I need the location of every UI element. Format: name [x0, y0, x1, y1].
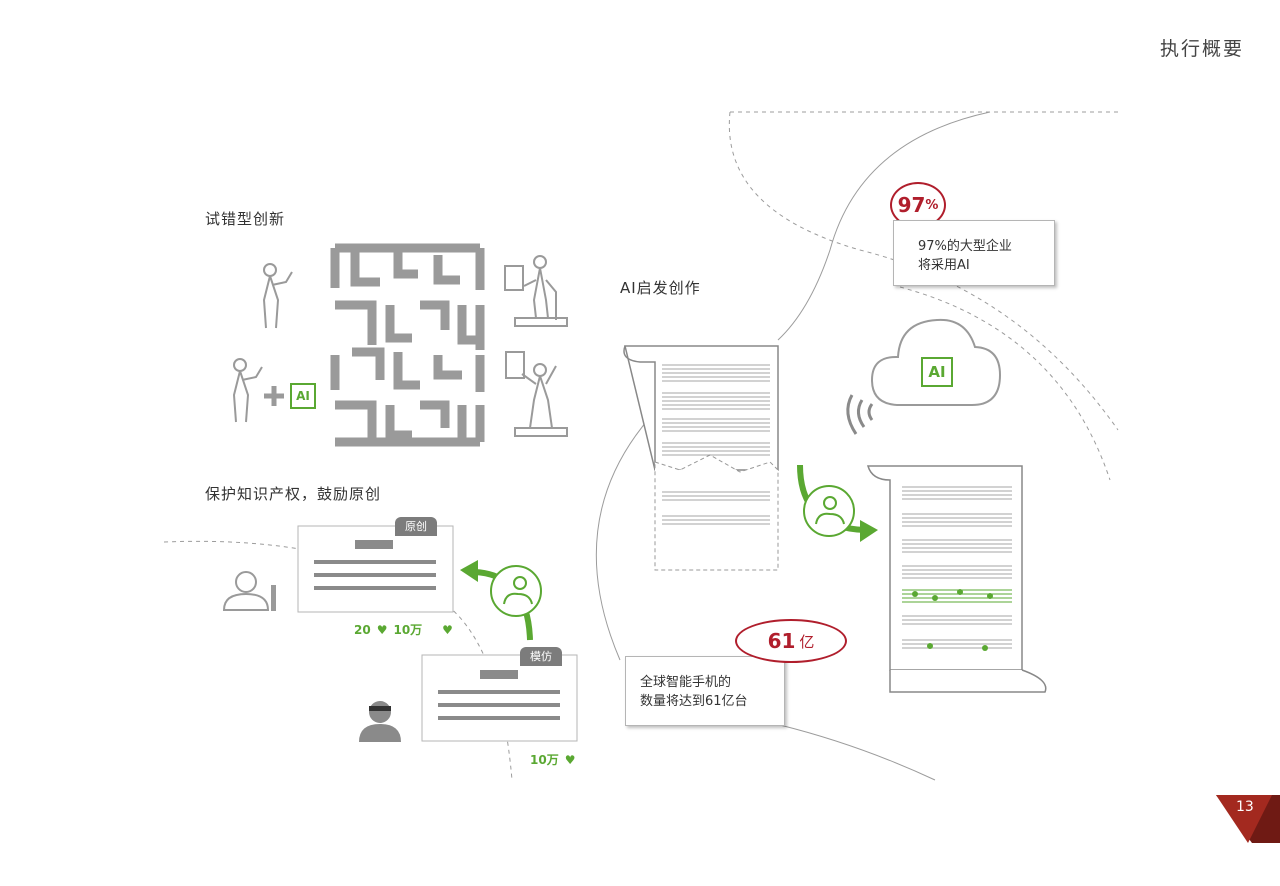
phone-user-icon	[490, 565, 542, 617]
heart-icon: ♥	[442, 622, 453, 637]
protect-section-title: 保护知识产权，鼓励原创	[205, 485, 382, 503]
celebrating-person-icon	[505, 351, 568, 437]
original-stat-likes: 20	[354, 622, 371, 637]
ai-chip-icon: AI	[290, 383, 316, 409]
plus-icon	[264, 386, 284, 406]
music-score-icon	[623, 345, 779, 571]
smartphone-stat-unit: 亿	[799, 632, 815, 651]
phone-user-icon-2	[803, 485, 855, 537]
smartphone-stat-value: 61	[767, 629, 796, 653]
ai-chip-label: AI	[296, 389, 310, 403]
solid-curves	[595, 111, 991, 781]
page-number-tab: 13	[1212, 795, 1280, 843]
imitation-stats: 10万 ♥	[530, 751, 575, 768]
trial-section-title: 试错型创新	[205, 210, 286, 228]
ai-create-section-title: AI启发创作	[620, 279, 701, 297]
smartphone-callout-line1: 全球智能手机的	[640, 675, 732, 690]
original-document	[297, 525, 454, 613]
creator-avatar-icon	[222, 571, 276, 611]
enterprise-stat-value: 97	[897, 193, 926, 217]
arrow-head	[460, 560, 478, 582]
cloud-ai-chip-icon: AI	[921, 357, 953, 387]
original-stat-views: 10万	[393, 623, 423, 637]
enterprise-callout-line1: 97%的大型企业	[918, 239, 1012, 254]
heart-icon: ♥	[376, 622, 388, 637]
page-number: 13	[1236, 799, 1254, 815]
thinking-person-icon	[262, 263, 293, 329]
smartphone-callout: 全球智能手机的 数量将达到61亿台	[625, 656, 785, 726]
enterprise-stat-unit: %	[925, 197, 939, 213]
maze-icon	[330, 243, 485, 447]
imitation-tag: 模仿	[520, 647, 562, 666]
wifi-icon	[846, 394, 874, 435]
cloud-icon	[870, 318, 1002, 406]
award-person-icon	[504, 255, 568, 327]
imitator-avatar-icon	[359, 701, 401, 742]
original-tag: 原创	[395, 517, 437, 536]
enterprise-callout-line2: 将采用AI	[918, 258, 970, 273]
page-header-title: 执行概要	[1159, 38, 1244, 60]
imitation-stat-views: 10万	[530, 753, 559, 767]
original-stats: 20 ♥ 10万 ♥	[354, 621, 453, 638]
enterprise-callout: 97%的大型企业 将采用AI	[893, 220, 1055, 286]
heart-icon: ♥	[564, 752, 576, 767]
thinking-person-ai-icon	[232, 358, 263, 423]
music-score-generated-icon	[867, 465, 1047, 693]
cloud-ai-chip-label: AI	[928, 363, 946, 381]
smartphone-callout-line2: 数量将达到61亿台	[640, 694, 748, 709]
imitation-document	[421, 654, 578, 742]
